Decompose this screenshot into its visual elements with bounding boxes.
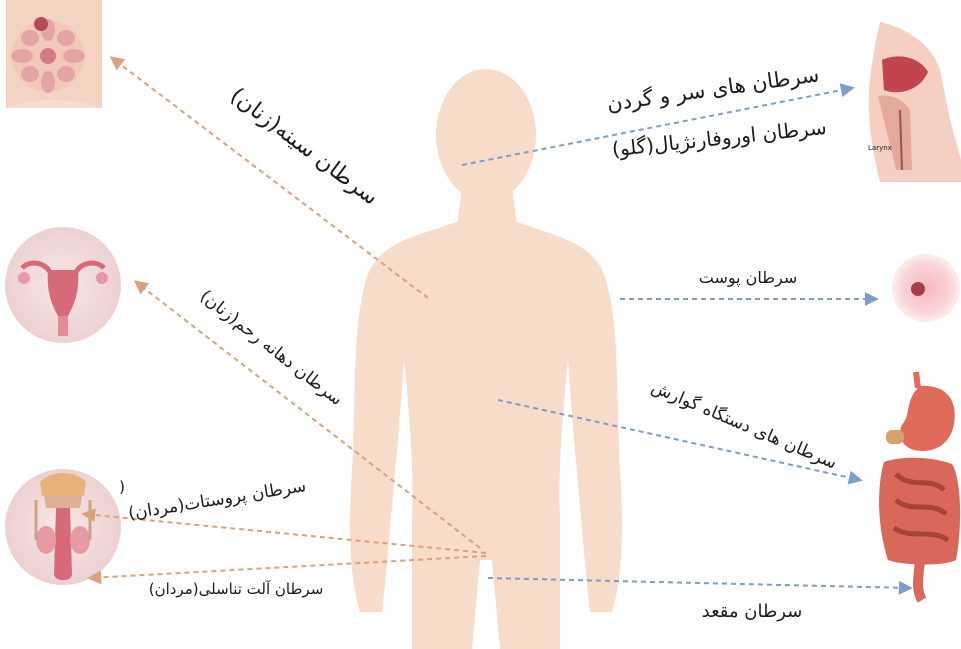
male-reproductive-illustration [5,469,121,585]
throat-illustration: Larynx [860,22,961,182]
human-body-silhouette [350,69,622,649]
skin-illustration [892,254,960,322]
cervix-label: سرطان دهانه رحم(زنان) [196,286,346,410]
anal-label: سرطان مقعد [702,601,803,622]
head-neck-label: سرطان های سر و گردن [605,62,820,116]
prostate-label: سرطان پروستات(مردان) [127,476,308,524]
breast-illustration [6,0,102,108]
genital-label: سرطان آلت تناسلی(مردان) [149,580,324,598]
digestive-label: سرطان های دستگاه گوارش [648,376,840,473]
prostate-mark: ) [119,478,125,496]
uterus-illustration [5,227,121,343]
oropharynx-label: سرطان اوروفارنژیال(گلو) [611,115,828,161]
skin-label: سرطان پوست [699,268,798,288]
larynx-tag: Larynx [868,144,892,152]
digestive-illustration [879,372,960,600]
breast-label: سرطان سینه(زنان) [225,83,382,210]
